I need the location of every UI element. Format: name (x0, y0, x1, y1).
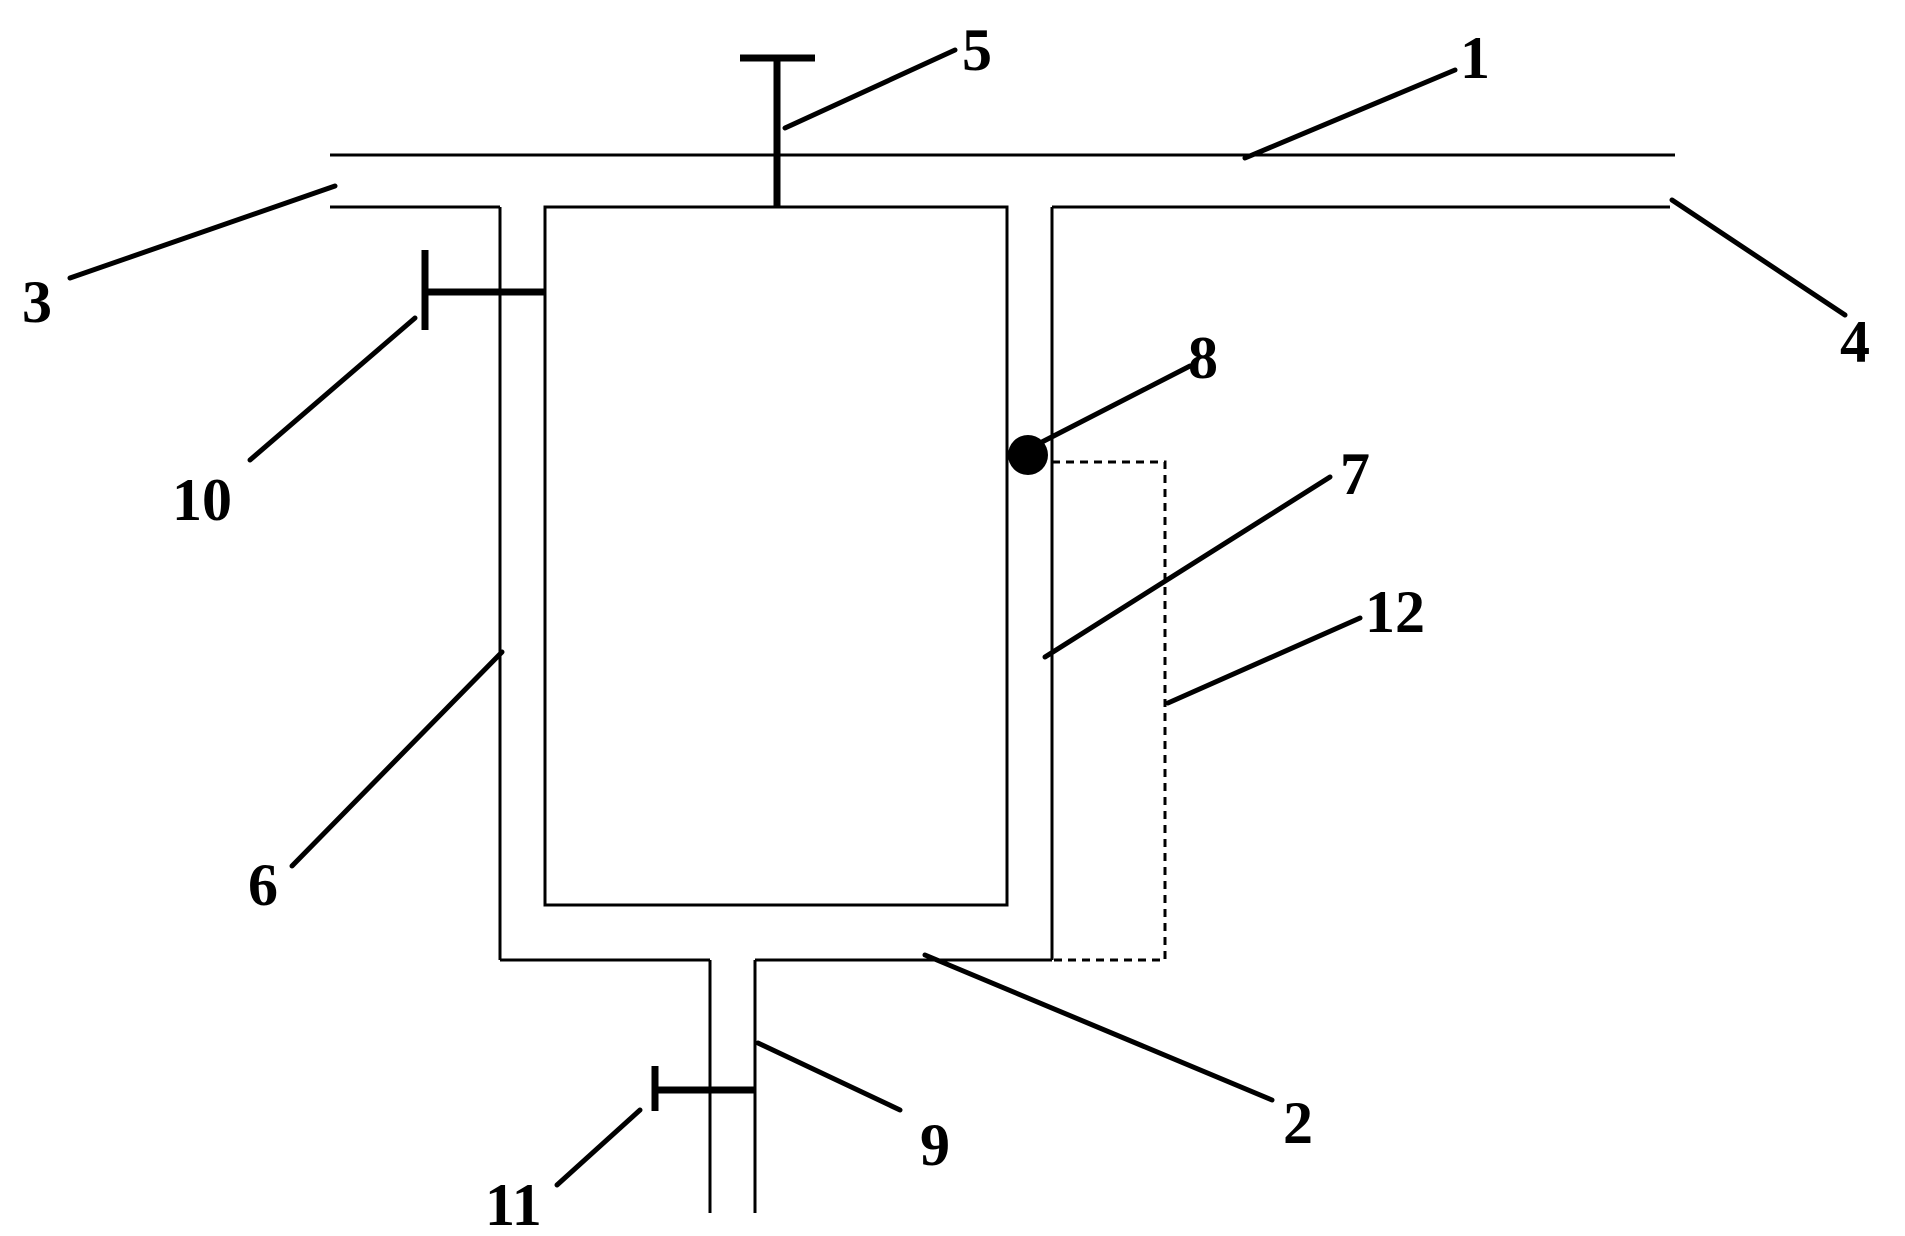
callout-12: 12 (1365, 579, 1425, 645)
leader-line-5 (782, 47, 958, 131)
callout-6: 6 (248, 852, 278, 918)
leader-line-8 (1037, 363, 1193, 446)
callout-labels: 1 2 3 4 5 6 7 8 9 10 11 12 (22, 17, 1870, 1236)
sensor-dot (1008, 435, 1048, 475)
drain-valve (651, 1066, 755, 1111)
callout-4: 4 (1840, 309, 1870, 375)
leader-line-3 (67, 183, 338, 281)
left-valve (421, 250, 545, 330)
leader-line-6 (289, 649, 505, 869)
callout-3: 3 (22, 269, 52, 335)
top-valve (740, 54, 815, 207)
leader-line-12 (1165, 615, 1363, 706)
callout-11: 11 (485, 1172, 542, 1236)
callout-10: 10 (172, 467, 232, 533)
callout-7: 7 (1340, 441, 1370, 507)
leader-lines (67, 47, 1848, 1188)
dashed-enclosure (1022, 460, 1167, 962)
callout-2: 2 (1283, 1090, 1313, 1156)
callout-1: 1 (1460, 25, 1490, 91)
callout-9: 9 (920, 1112, 950, 1178)
main-pipe (330, 153, 1675, 209)
callout-5: 5 (962, 17, 992, 83)
leader-line-1 (1242, 67, 1458, 161)
leader-line-7 (1042, 474, 1333, 660)
callout-8: 8 (1188, 325, 1218, 391)
leader-line-4 (1669, 197, 1848, 318)
leader-line-11 (554, 1107, 643, 1188)
bypass-loop (498, 207, 1054, 962)
inner-chamber (543, 205, 1009, 907)
leader-line-9 (755, 1040, 903, 1113)
leader-line-10 (247, 315, 418, 463)
leader-line-2 (922, 952, 1275, 1103)
